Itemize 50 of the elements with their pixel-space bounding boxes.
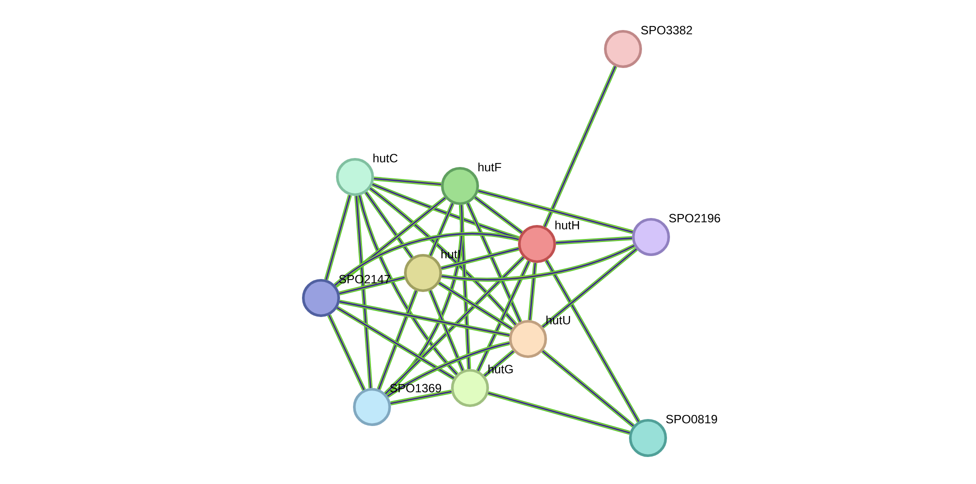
interaction-line — [542, 66, 618, 228]
interaction-line — [390, 390, 452, 406]
interaction-line — [327, 314, 366, 391]
interaction-line — [438, 281, 513, 331]
protein-node — [302, 279, 340, 317]
protein-node — [353, 388, 391, 426]
interaction-line — [354, 196, 373, 388]
interaction-line — [364, 191, 414, 259]
interaction-line — [476, 260, 531, 372]
node-label: SPO0819 — [666, 414, 718, 424]
interaction-line — [376, 290, 418, 390]
node-label: hutH — [555, 220, 579, 230]
interaction-line — [488, 391, 630, 435]
interaction-line — [374, 176, 442, 186]
interaction-line — [386, 341, 510, 398]
interaction-line — [440, 246, 520, 270]
node-label: SPO2196 — [669, 214, 720, 222]
interaction-line — [474, 196, 524, 234]
interaction-line — [339, 300, 510, 338]
interaction-line — [428, 202, 454, 256]
protein-node — [629, 419, 667, 457]
protein-node — [404, 254, 442, 292]
interaction-line — [334, 232, 519, 287]
interaction-line — [357, 194, 458, 376]
protein-node — [451, 369, 489, 407]
interaction-line — [544, 260, 640, 422]
interaction-line — [541, 350, 635, 428]
protein-node — [604, 30, 642, 68]
interaction-line — [541, 248, 638, 328]
protein-node — [441, 167, 479, 205]
interaction-line — [336, 306, 455, 380]
protein-node — [336, 158, 374, 196]
interaction-line — [528, 262, 538, 320]
interaction-line — [384, 256, 525, 396]
interaction-line — [372, 182, 520, 240]
protein-node — [509, 320, 547, 358]
node-label: hutF — [478, 162, 502, 172]
interaction-line — [334, 196, 446, 288]
interaction-line — [324, 194, 352, 280]
protein-node — [632, 218, 670, 256]
interaction-line — [478, 188, 634, 234]
interaction-line — [458, 204, 472, 370]
interaction-line — [441, 244, 635, 282]
interaction-line — [466, 202, 522, 322]
node-label: hutC — [373, 154, 398, 162]
interaction-line — [368, 186, 518, 326]
protein-node — [518, 225, 556, 263]
interaction-line — [428, 290, 465, 372]
interaction-line — [556, 236, 632, 245]
node-label: SPO3382 — [641, 26, 692, 34]
